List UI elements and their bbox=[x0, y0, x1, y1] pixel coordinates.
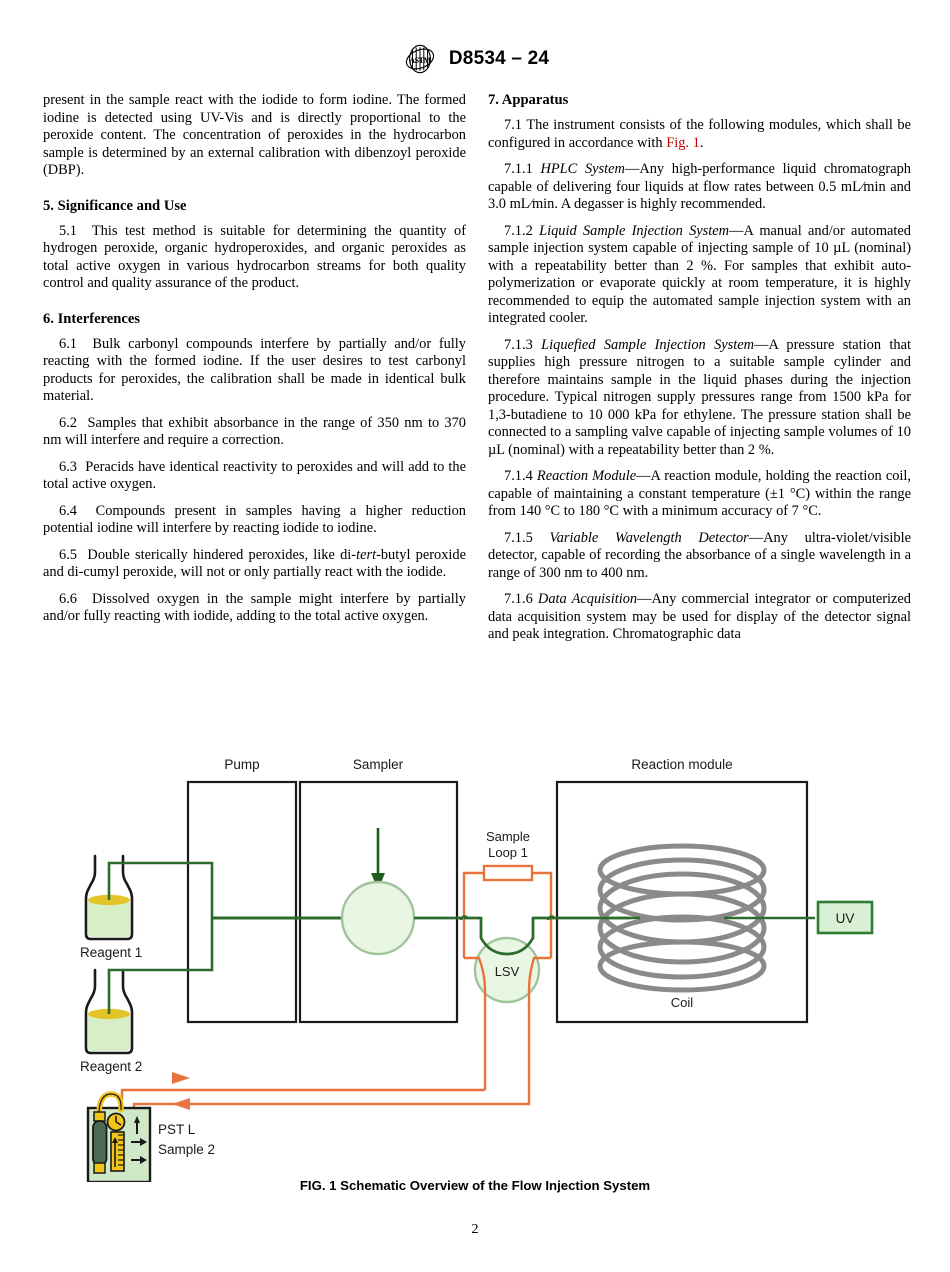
reaction-module-box bbox=[555, 780, 809, 1024]
document-designation: D8534 – 24 bbox=[448, 48, 550, 69]
lsv-port-left-icon bbox=[459, 915, 468, 921]
clause-title-7-1-6: Data Acquisition bbox=[537, 591, 638, 607]
clause-title-7-1-2: Liquid Sample Injection System bbox=[539, 222, 730, 239]
pressure-station-icon bbox=[86, 1091, 152, 1182]
figure-reference-link[interactable]: Fig. 1 bbox=[666, 134, 700, 151]
paragraph-6-1: 6.1 Bulk carbonyl compounds interfere by… bbox=[43, 336, 466, 406]
clause-title-7-1-3: Liquefied Sample Injection System bbox=[541, 336, 755, 353]
sample-loop-label-line2: Loop 1 bbox=[488, 845, 528, 860]
uv-detector-box bbox=[816, 900, 874, 935]
section-heading-5: 5. Significance and Use bbox=[43, 197, 187, 214]
page-header: ASTM D8534 – 24 bbox=[0, 42, 950, 76]
paragraph-7-1-1: 7.1.1 HPLC System—Any high-performance l… bbox=[488, 161, 911, 214]
pst-outbound-line-segment bbox=[120, 1088, 485, 1100]
pst-label-line2: Sample 2 bbox=[158, 1142, 215, 1157]
paragraph-7-1-2: 7.1.2 Liquid Sample Injection System—A m… bbox=[488, 223, 911, 328]
clause-text-7-1-6: —Any commercial integrator or computeriz… bbox=[488, 591, 911, 642]
pst-return-line bbox=[132, 1060, 531, 1114]
clause-title-7-1-5: Variable Wavelength Detector bbox=[549, 529, 749, 546]
clause-text-7-1-4: —A reaction module, holding the reaction… bbox=[488, 468, 911, 519]
clause-number-6-1: 6.1 bbox=[59, 335, 77, 352]
lsv-label: LSV bbox=[495, 964, 520, 979]
sample-loop-left-arm bbox=[462, 871, 484, 958]
uv-detector-label: UV bbox=[836, 911, 855, 926]
paragraph-6-4: 6.4 Compounds present in samples having … bbox=[43, 503, 466, 538]
flow-injection-schematic: Pump Sampler Reaction module Reagent 1 R… bbox=[80, 757, 874, 1182]
paragraph-5-1: 5.1 This test method is suitable for det… bbox=[43, 223, 466, 293]
sample-loop-label-line1: Sample bbox=[486, 829, 530, 844]
clause-text-6-1: Bulk carbonyl compounds interfere by par… bbox=[43, 335, 466, 405]
clause-number-7-1-1: 7.1.1 bbox=[504, 161, 533, 177]
sampler-module-box bbox=[298, 780, 459, 1024]
reagent-2-label: Reagent 2 bbox=[80, 1059, 142, 1074]
clause-number-6-4: 6.4 bbox=[59, 502, 77, 519]
clause-number-6-5: 6.5 bbox=[59, 546, 77, 563]
paragraph-6-5: 6.5 Double sterically hindered peroxides… bbox=[43, 546, 466, 581]
lsv-green-rotor-channel bbox=[464, 916, 551, 956]
pump-module-box bbox=[186, 780, 298, 1024]
paragraph-6-3: 6.3 Peracids have identical reactivity t… bbox=[43, 459, 466, 494]
figure-caption: FIG. 1 Schematic Overview of the Flow In… bbox=[299, 1178, 651, 1193]
lsv-orange-channel-right bbox=[527, 956, 551, 1060]
clause-text-7-1-5: —Any ultra-violet/visible detector, capa… bbox=[488, 529, 911, 581]
sampler-injector-circle bbox=[340, 880, 416, 956]
reagent-1-feed-line bbox=[107, 861, 214, 955]
lsv-valve-body bbox=[473, 936, 541, 1004]
figure-1: Pump Sampler Reaction module Reagent 1 R… bbox=[0, 742, 950, 1212]
pst-label-line1: PST L bbox=[158, 1122, 196, 1137]
pst-return-arrow-icon bbox=[172, 1098, 190, 1110]
clause-number-6-2: 6.2 bbox=[59, 414, 77, 431]
section-heading-6: 6. Interferences bbox=[43, 310, 140, 327]
two-column-body: present in the sample react with the iod… bbox=[43, 92, 911, 644]
clause-text-7-1-3: —A pressure station that supplies high p… bbox=[488, 336, 912, 458]
clause-text-6-6: Dissolved oxygen in the sample might int… bbox=[43, 590, 466, 625]
clause-text-6-3: Peracids have identical reactivity to pe… bbox=[43, 458, 466, 493]
paragraph-continued: present in the sample react with the iod… bbox=[43, 92, 466, 178]
clause-number-6-3: 6.3 bbox=[59, 458, 77, 475]
clause-title-7-1-4: Reaction Module bbox=[536, 468, 637, 484]
clause-number-7-1: 7.1 bbox=[504, 117, 522, 133]
clause-number-7-1-6: 7.1.6 bbox=[504, 591, 533, 607]
paragraph-7-1-4: 7.1.4 Reaction Module—A reaction module,… bbox=[488, 468, 911, 521]
sampler-label: Sampler bbox=[353, 757, 404, 772]
reaction-module-label: Reaction module bbox=[631, 757, 732, 772]
right-column: 7. Apparatus 7.1 The instrument consists… bbox=[488, 92, 911, 644]
clause-number-6-6: 6.6 bbox=[59, 590, 77, 607]
paragraph-7-1-3: 7.1.3 Liquefied Sample Injection System—… bbox=[488, 337, 911, 460]
pst-outbound-arrow-icon bbox=[172, 1072, 190, 1084]
left-column: present in the sample react with the iod… bbox=[43, 92, 466, 644]
clause-text-7-1-2: —A manual and/or automated sample inject… bbox=[488, 222, 911, 327]
clause-text-5-1: This test method is suitable for determi… bbox=[43, 222, 466, 292]
clause-number-7-1-3: 7.1.3 bbox=[504, 336, 533, 353]
clause-number-7-1-2: 7.1.2 bbox=[504, 222, 533, 239]
lsv-orange-channel-left bbox=[464, 956, 487, 1060]
clause-title-7-1-1: HPLC System bbox=[540, 161, 625, 177]
reagent-1-label: Reagent 1 bbox=[80, 945, 142, 960]
paragraph-7-1-6: 7.1.6 Data Acquisition—Any commercial in… bbox=[488, 591, 911, 644]
reagent-2-feed-line bbox=[107, 955, 214, 1014]
reaction-coil-icon bbox=[597, 843, 767, 993]
astm-logo-icon: ASTM bbox=[405, 44, 434, 74]
pump-label: Pump bbox=[224, 757, 259, 772]
clause-number-7-1-4: 7.1.4 bbox=[504, 468, 533, 484]
clause-text-6-2: Samples that exhibit absorbance in the r… bbox=[43, 414, 466, 449]
coil-label: Coil bbox=[671, 995, 694, 1010]
paragraph-6-2: 6.2 Samples that exhibit absorbance in t… bbox=[43, 415, 466, 450]
clause-number-5-1: 5.1 bbox=[59, 222, 77, 239]
section-heading-7: 7. Apparatus bbox=[488, 92, 569, 108]
paragraph-7-1-5: 7.1.5 Variable Wavelength Detector—Any u… bbox=[488, 530, 911, 583]
sample-loop-right-arm bbox=[532, 871, 553, 958]
clause-number-7-1-5: 7.1.5 bbox=[504, 529, 533, 546]
paragraph-7-1: 7.1 The instrument consists of the follo… bbox=[488, 117, 911, 151]
clause-text-7-1-1: —Any high-performance liquid chromatogra… bbox=[488, 161, 911, 212]
svg-text:ASTM: ASTM bbox=[409, 56, 431, 65]
sample-loop-coil bbox=[482, 864, 534, 882]
clause-text-6-4: Compounds present in samples having a hi… bbox=[43, 502, 466, 537]
reagent-1-bottle-icon bbox=[84, 854, 134, 941]
page-number: 2 bbox=[471, 1222, 479, 1237]
paragraph-6-6: 6.6 Dissolved oxygen in the sample might… bbox=[43, 591, 466, 626]
